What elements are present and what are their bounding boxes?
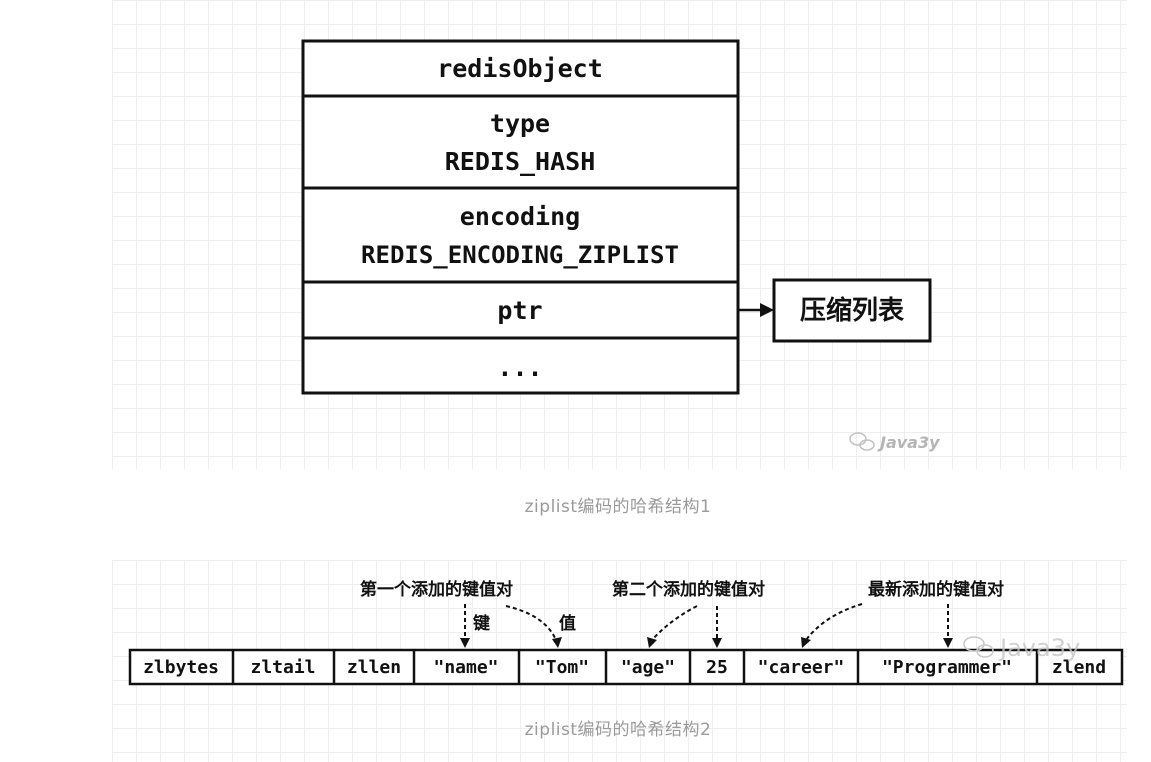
cell-zlend: zlend (1052, 657, 1106, 678)
row-ellipsis: ... (497, 353, 542, 382)
row-encoding-label: encoding (460, 202, 580, 231)
annotation-latest-pair: 最新添加的键值对 (868, 579, 1004, 600)
arrow-age (651, 605, 698, 641)
cell-key-age: "age" (621, 657, 675, 678)
arrowhead (801, 637, 811, 648)
caption-figure-2: ziplist编码的哈希结构2 (524, 720, 712, 740)
row-ptr-label: ptr (497, 296, 542, 325)
caption-figure-1: ziplist编码的哈希结构1 (524, 497, 712, 517)
arrowhead (712, 638, 722, 648)
annotation-second-pair: 第二个添加的键值对 (612, 579, 765, 600)
ziplist-target-label: 压缩列表 (800, 295, 905, 326)
ziplist-diagram: 第一个添加的键值对 第二个添加的键值对 最新添加的键值对 键 值 zlbytes (128, 579, 1124, 686)
arrow-value-tom (505, 605, 557, 641)
cell-key-career: "career" (758, 657, 845, 678)
cell-zlbytes: zlbytes (143, 657, 219, 678)
arrowhead (460, 638, 470, 648)
annotation-key: 键 (473, 613, 490, 634)
annotation-first-pair: 第一个添加的键值对 (360, 579, 513, 600)
redis-object-diagram: redisObject type REDIS_HASH encoding RED… (301, 39, 940, 452)
ziplist-target-box (772, 278, 932, 343)
cell-value-tom: "Tom" (535, 657, 589, 678)
ziplist-row-frame (128, 648, 1124, 686)
row-type-label: type (490, 109, 550, 138)
redis-object-box (301, 39, 740, 395)
cell-value-programmer: "Programmer" (882, 657, 1012, 678)
cell-zllen: zllen (347, 657, 401, 678)
annotation-value: 值 (559, 613, 576, 634)
ptr-arrow-head (760, 303, 774, 317)
arrowhead (943, 638, 953, 648)
wechat-icon (849, 432, 875, 451)
arrowhead (552, 637, 562, 648)
row-redisobject-label: redisObject (437, 54, 603, 83)
row-encoding-value: REDIS_ENCODING_ZIPLIST (361, 241, 679, 269)
wechat-icon (963, 636, 994, 658)
watermark-top: Java3y (877, 433, 940, 452)
cell-value-25: 25 (706, 657, 728, 678)
cell-zltail: zltail (250, 657, 315, 678)
arrowhead (647, 637, 657, 648)
arrow-career (805, 603, 863, 641)
watermark-bottom: Java3y (998, 634, 1080, 662)
row-type-value: REDIS_HASH (445, 147, 596, 176)
cell-key-name: "name" (433, 657, 498, 678)
